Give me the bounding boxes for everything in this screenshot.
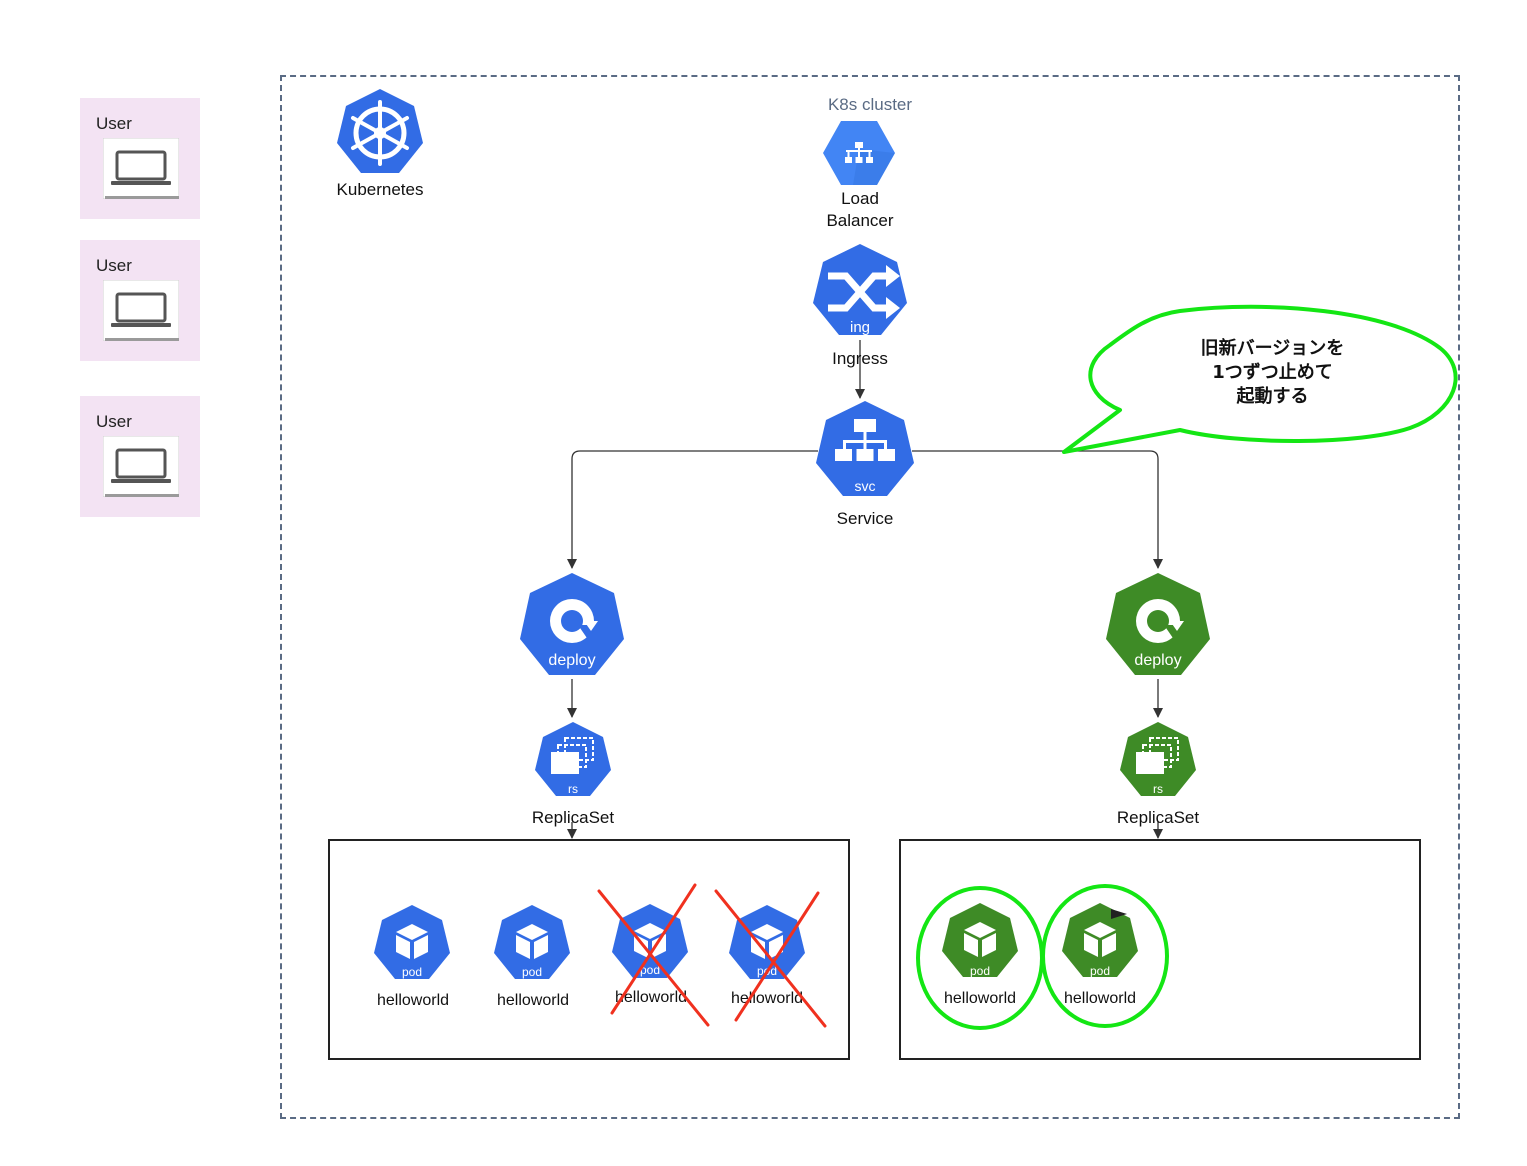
user-card-2[interactable]: User — [80, 240, 200, 361]
kubernetes-logo-icon — [337, 89, 423, 173]
new-deploy-badge: deploy — [1134, 652, 1182, 669]
cluster-title: K8s cluster — [827, 95, 913, 114]
old-pod-label-3: helloworld — [614, 989, 688, 1006]
laptop-icon — [103, 138, 179, 199]
new-replicaset-label: ReplicaSet — [1116, 808, 1200, 827]
callout-bubble — [1062, 304, 1458, 454]
old-pod-label-4: helloworld — [730, 990, 804, 1007]
user-label: User — [96, 412, 132, 431]
new-pod-icon-2 — [1062, 903, 1138, 977]
callout-text: 旧新バージョンを 1つずつ止めて 起動する — [1180, 337, 1365, 409]
old-pod-icon-1 — [374, 905, 450, 979]
new-pod-icon-1 — [942, 903, 1018, 977]
old-replicaset-icon — [535, 722, 611, 796]
new-pod-badge-2: pod — [1089, 964, 1111, 978]
user-label: User — [96, 256, 132, 275]
callout-line-3: 起動する — [1236, 386, 1309, 407]
user-card-1[interactable]: User — [80, 98, 200, 219]
service-label: Service — [836, 509, 894, 528]
old-pod-badge-3: pod — [639, 963, 661, 977]
kubernetes-label: Kubernetes — [336, 180, 424, 199]
new-deploy-icon — [1106, 573, 1210, 675]
connectors — [567, 340, 1163, 839]
cursor-flag-icon — [1111, 909, 1127, 919]
service-badge: svc — [854, 478, 876, 494]
callout-line-1: 旧新バージョンを — [1200, 338, 1345, 359]
old-pod-badge-2: pod — [521, 965, 543, 979]
laptop-icon — [103, 280, 179, 341]
old-rs-badge: rs — [568, 782, 578, 796]
load-balancer-label-line1: Load — [841, 189, 879, 208]
old-pod-badge-1: pod — [401, 965, 423, 979]
service-to-new-deploy-arrow — [912, 450, 1163, 569]
old-replicaset-label: ReplicaSet — [531, 808, 615, 827]
load-balancer-label-line2: Balancer — [826, 211, 894, 230]
callout-line-2: 1つずつ止めて — [1212, 362, 1333, 383]
old-pod-label-2: helloworld — [496, 992, 570, 1009]
new-pod-badge-1: pod — [969, 964, 991, 978]
new-replicaset-icon — [1120, 722, 1196, 796]
new-pod-2-highlight — [1041, 884, 1169, 1028]
user-card-3[interactable]: User — [80, 396, 200, 517]
ingress-label: Ingress — [832, 349, 888, 368]
laptop-icon — [103, 436, 179, 497]
user-label: User — [96, 114, 132, 133]
old-deploy-icon — [520, 573, 624, 675]
old-pod-icon-2 — [494, 905, 570, 979]
service-icon — [816, 401, 914, 496]
k8s-cluster-boundary[interactable] — [280, 75, 1460, 1119]
new-pod-label-2: helloworld — [1063, 990, 1137, 1007]
old-deploy-badge: deploy — [548, 652, 596, 669]
ingress-icon — [813, 244, 907, 335]
load-balancer-icon — [823, 121, 895, 185]
ingress-badge: ing — [849, 319, 871, 336]
old-pod-badge-4: pod — [756, 964, 778, 978]
new-rs-badge: rs — [1153, 782, 1163, 796]
new-pod-label-1: helloworld — [943, 990, 1017, 1007]
old-pod-label-1: helloworld — [376, 992, 450, 1009]
service-to-old-deploy-arrow — [567, 450, 818, 569]
